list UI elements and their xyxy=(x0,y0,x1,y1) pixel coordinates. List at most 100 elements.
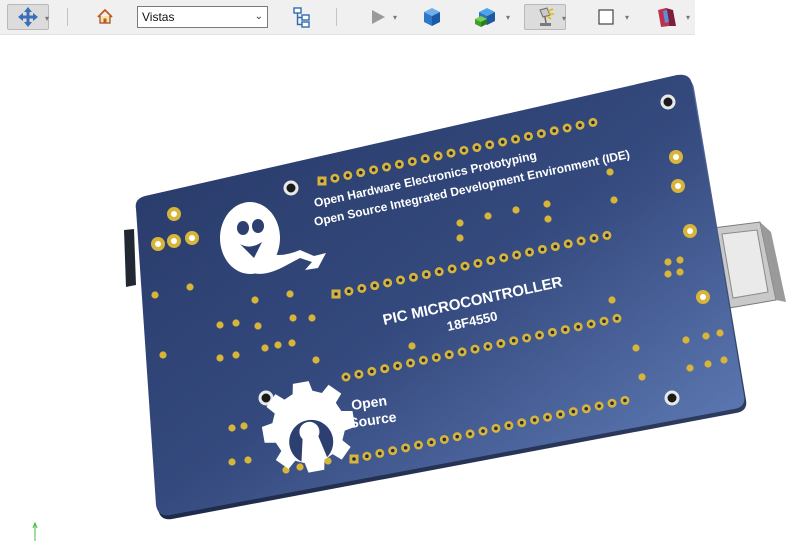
pad-hole xyxy=(579,239,583,243)
pad-hole xyxy=(447,352,452,357)
pad-hole xyxy=(411,275,416,280)
pad-hole xyxy=(424,272,429,277)
via xyxy=(610,196,618,204)
pad-hole xyxy=(489,258,493,263)
shaded-view-button[interactable] xyxy=(419,4,445,30)
via xyxy=(308,314,316,322)
open-source-gear-logo xyxy=(261,381,356,473)
pad-hole xyxy=(597,404,601,408)
pad-hole xyxy=(584,406,589,411)
pad-hole xyxy=(360,286,364,291)
pad-hole xyxy=(384,165,389,169)
pad-hole xyxy=(347,289,351,294)
background-color-button[interactable]: ▾ xyxy=(584,4,629,30)
pad-hole xyxy=(463,264,467,268)
pad-hole xyxy=(437,269,442,274)
pad-hole xyxy=(416,443,421,447)
via xyxy=(251,296,259,304)
usb-connector[interactable] xyxy=(712,221,786,309)
via xyxy=(456,234,464,242)
pad-hole xyxy=(540,247,545,252)
separator xyxy=(336,8,337,26)
via xyxy=(159,351,167,359)
via xyxy=(456,219,464,227)
pad-hole xyxy=(423,156,428,161)
pad-hole xyxy=(615,316,619,321)
via xyxy=(232,319,240,327)
pad-hole xyxy=(397,162,402,167)
via xyxy=(606,168,614,176)
pad-hole xyxy=(352,457,356,461)
via xyxy=(664,270,672,278)
via xyxy=(682,336,690,344)
pad-hole xyxy=(602,319,606,324)
mounting-holes xyxy=(258,94,680,406)
large-pad-hole xyxy=(673,154,679,160)
large-pad-hole xyxy=(171,211,177,217)
pad-hole xyxy=(532,418,537,422)
via xyxy=(543,200,551,208)
pad-hole xyxy=(545,415,550,419)
cubes-icon xyxy=(475,8,495,27)
via xyxy=(228,424,236,432)
move-arrows-icon xyxy=(18,7,38,27)
pad-hole xyxy=(365,454,369,459)
pad-hole xyxy=(449,151,453,155)
pad-hole xyxy=(511,338,516,343)
pad-hole xyxy=(434,355,439,360)
pad-hole xyxy=(610,401,614,406)
pad-hole xyxy=(403,446,408,450)
pads xyxy=(151,117,728,474)
via xyxy=(702,332,710,340)
pad-hole xyxy=(539,131,544,136)
chevron-down-icon: ▾ xyxy=(392,13,397,22)
toolbar: ▾ Vistas ⌄ ▾ xyxy=(0,0,695,35)
chevron-down-icon: ▾ xyxy=(624,13,629,22)
pad-hole xyxy=(519,420,524,425)
via xyxy=(216,354,224,362)
home-view-button[interactable] xyxy=(93,4,117,30)
cube-icon xyxy=(424,8,440,26)
pad-hole xyxy=(566,241,571,246)
via xyxy=(312,356,320,364)
lighting-button[interactable]: ▾ xyxy=(524,4,566,30)
pad-hole xyxy=(578,123,582,128)
pad-hole xyxy=(558,412,563,417)
pad-hole xyxy=(371,168,376,172)
pad-hole xyxy=(333,176,337,181)
views-dropdown[interactable]: Vistas ⌄ xyxy=(137,6,268,28)
model-tree-button[interactable] xyxy=(289,4,315,30)
pad-hole xyxy=(468,432,472,436)
pad-hole xyxy=(372,283,377,288)
3d-viewport[interactable]: Open Hardware Electronics Prototyping Op… xyxy=(0,35,795,541)
pad-hole xyxy=(395,364,400,368)
pad-hole xyxy=(475,145,479,150)
pad-hole xyxy=(487,142,492,147)
move-tool-button[interactable]: ▾ xyxy=(7,4,49,30)
pad-hole xyxy=(450,267,454,271)
logo-text-source: Source xyxy=(348,408,397,430)
display-style-button[interactable]: ▾ xyxy=(465,4,510,30)
pad-hole xyxy=(507,423,511,428)
pcb-board[interactable] xyxy=(135,74,747,520)
pad-hole xyxy=(501,255,506,260)
play-icon xyxy=(372,10,385,24)
play-animation-button[interactable]: ▾ xyxy=(360,4,397,30)
pad-hole xyxy=(378,451,382,456)
via xyxy=(244,456,252,464)
pad-hole xyxy=(429,440,434,445)
pad-hole xyxy=(436,154,440,158)
via xyxy=(704,360,712,368)
via xyxy=(151,291,159,299)
pad-hole xyxy=(526,134,531,139)
pad-hole xyxy=(527,250,532,254)
pad-hole xyxy=(390,448,395,453)
pad-hole xyxy=(494,426,498,431)
pad-hole xyxy=(486,344,490,349)
via xyxy=(484,212,492,220)
pad-hole xyxy=(537,333,542,337)
via xyxy=(544,215,552,223)
appearance-button[interactable]: ▾ xyxy=(645,4,690,30)
via xyxy=(296,463,304,471)
pad-hole xyxy=(605,233,609,238)
